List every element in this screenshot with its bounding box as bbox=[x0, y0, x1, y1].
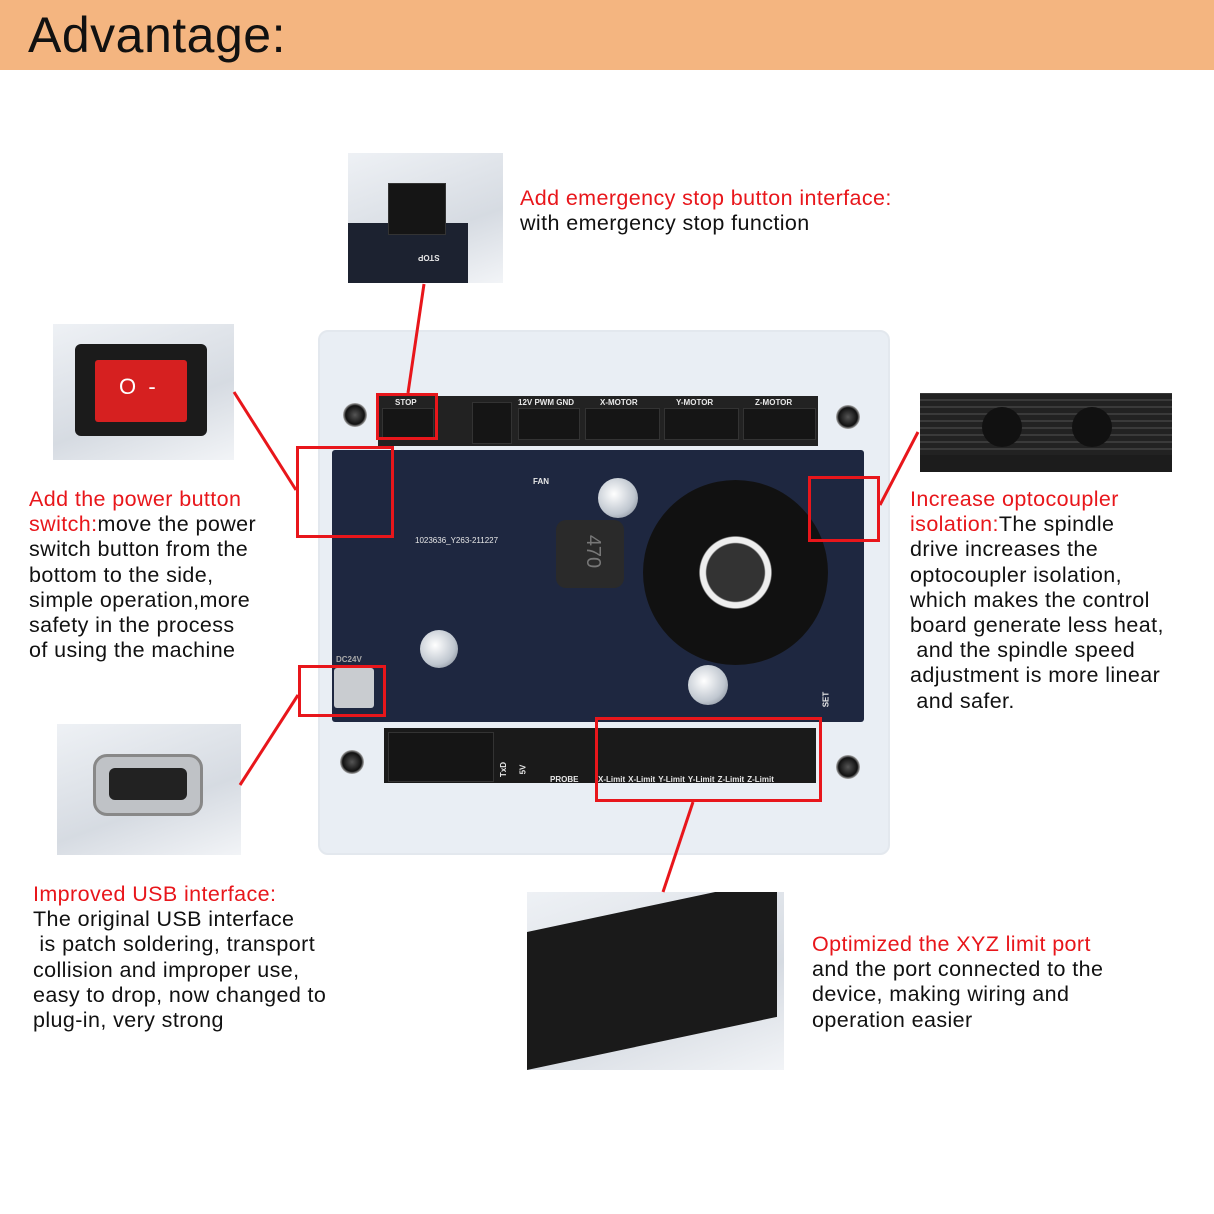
y-motor-label: Y-MOTOR bbox=[676, 398, 714, 407]
callout-line: of using the machine bbox=[29, 638, 236, 663]
limit-port-highlight-box bbox=[595, 717, 822, 802]
callout-heading: Improved USB interface: bbox=[33, 882, 277, 906]
screw bbox=[340, 750, 364, 774]
pwm-connector bbox=[518, 408, 580, 440]
callout-line: board generate less heat, bbox=[910, 612, 1164, 637]
switch-symbols: O - bbox=[119, 374, 156, 399]
callout-heading: Increase optocoupler bbox=[910, 487, 1119, 511]
callout-body: with emergency stop function bbox=[520, 211, 810, 236]
limit-label: Y-Limit bbox=[658, 775, 685, 784]
leader-line bbox=[406, 283, 426, 394]
x-motor-connector bbox=[585, 408, 660, 440]
power-switch-highlight-box bbox=[296, 446, 394, 538]
usb-photo bbox=[57, 724, 241, 855]
callout-heading: isolation: bbox=[910, 512, 999, 537]
header-banner bbox=[0, 0, 1214, 70]
callout-heading: switch: bbox=[29, 512, 98, 537]
limit-label: X-Limit bbox=[628, 775, 656, 784]
callout-heading: Optimized the XYZ limit port bbox=[812, 932, 1091, 956]
z-motor-label: Z-MOTOR bbox=[755, 398, 793, 407]
limit-port-photo bbox=[527, 892, 784, 1070]
capacitor bbox=[598, 478, 638, 518]
cooling-fan bbox=[643, 480, 828, 665]
callout-line: simple operation,more bbox=[29, 587, 251, 612]
callout-line: optocoupler isolation, bbox=[910, 562, 1122, 587]
leader-line bbox=[661, 801, 695, 893]
inductor bbox=[556, 520, 624, 588]
optocoupler-highlight-box bbox=[808, 476, 880, 542]
power-switch-photo: O - bbox=[53, 324, 234, 460]
usb-highlight-box bbox=[298, 665, 386, 717]
capacitor bbox=[688, 665, 728, 705]
y-motor-connector bbox=[664, 408, 739, 440]
callout-line: drive increases the bbox=[910, 537, 1099, 562]
usb-callout: Improved USB interface:The original USB … bbox=[33, 882, 326, 1033]
callout-heading: Add emergency stop button interface: bbox=[520, 186, 892, 210]
fan-label: FAN bbox=[533, 477, 549, 486]
callout-body: move the power bbox=[97, 512, 257, 537]
z-motor-connector bbox=[743, 408, 816, 440]
limit-label: X-Limit bbox=[598, 775, 626, 784]
screw bbox=[836, 405, 860, 429]
screw bbox=[343, 403, 367, 427]
limit-labels: X-Limit X-Limit Y-Limit Y-Limit Z-Limit … bbox=[598, 775, 774, 784]
leader-line bbox=[878, 431, 920, 506]
probe-label: PROBE bbox=[550, 775, 579, 784]
callout-line: collision and improper use, bbox=[33, 957, 300, 982]
leader-line bbox=[238, 694, 300, 786]
emergency-stop-photo: STOP bbox=[348, 153, 503, 283]
limit-label: Y-Limit bbox=[687, 775, 715, 784]
callout-line: and the port connected to the bbox=[812, 957, 1104, 982]
pwm-label: 12V PWM GND bbox=[518, 398, 575, 407]
idc-header bbox=[388, 732, 494, 782]
callout-body: The spindle bbox=[998, 512, 1115, 537]
screw bbox=[836, 755, 860, 779]
limit-label: Z-Limit bbox=[717, 775, 745, 784]
x-motor-label: X-MOTOR bbox=[600, 398, 638, 407]
limit-label: Z-Limit bbox=[747, 775, 774, 784]
callout-line: operation easier bbox=[812, 1007, 973, 1032]
callout-line: and the spindle speed bbox=[910, 638, 1136, 663]
stop-label: STOP bbox=[395, 398, 417, 407]
spindle-connector bbox=[472, 402, 512, 444]
callout-line: adjustment is more linear bbox=[910, 663, 1161, 688]
callout-line: switch button from the bbox=[29, 537, 249, 562]
usb-port bbox=[334, 668, 374, 708]
stop-connector bbox=[382, 408, 434, 440]
dc24v-label: DC24V bbox=[336, 655, 362, 664]
page-title: Advantage: bbox=[28, 7, 286, 63]
callout-line: easy to drop, now changed to bbox=[33, 982, 327, 1007]
callout-line: plug-in, very strong bbox=[33, 1007, 224, 1032]
capacitor bbox=[420, 630, 458, 668]
callout-line: and safer. bbox=[910, 688, 1015, 713]
optocoupler-photo bbox=[920, 393, 1172, 472]
callout-line: The original USB interface bbox=[33, 907, 295, 932]
callout-heading: Add the power button bbox=[29, 487, 242, 511]
emergency-stop-callout: Add emergency stop button interface:with… bbox=[520, 186, 892, 236]
callout-line: is patch soldering, transport bbox=[33, 932, 316, 957]
callout-line: which makes the control bbox=[910, 587, 1150, 612]
leader-line bbox=[232, 391, 298, 491]
callout-line: bottom to the side, bbox=[29, 562, 214, 587]
serial-label: 1023636_Y263-211227 bbox=[415, 536, 499, 545]
callout-line: safety in the process bbox=[29, 612, 235, 637]
callout-line: device, making wiring and bbox=[812, 982, 1070, 1007]
stop-highlight-box bbox=[376, 393, 438, 440]
